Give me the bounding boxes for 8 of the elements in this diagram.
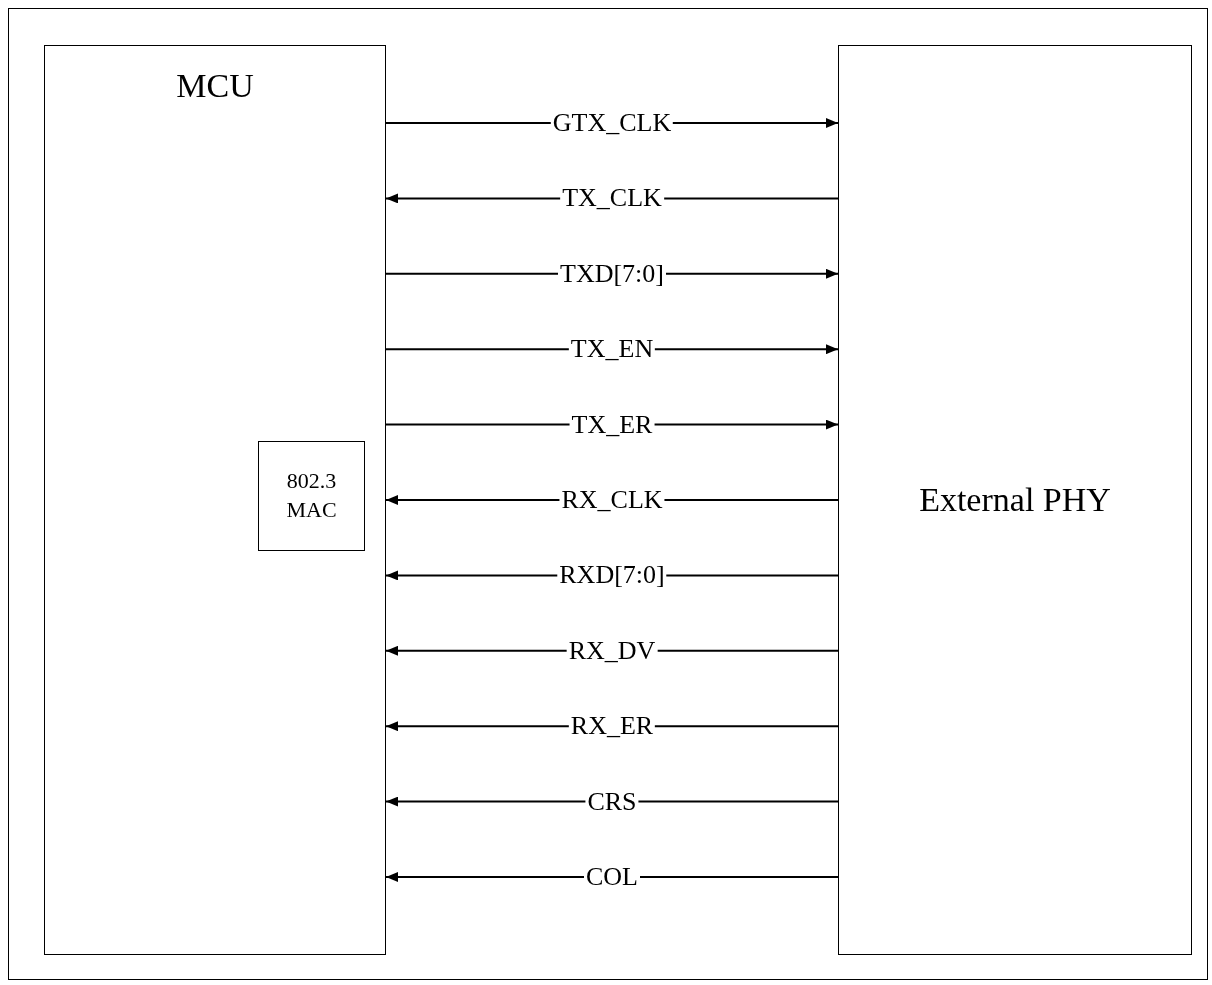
phy-box bbox=[838, 45, 1192, 955]
node-title: 802.3 MAC bbox=[285, 467, 338, 524]
signal-arrow bbox=[385, 872, 839, 882]
node-title: MCU bbox=[175, 66, 255, 106]
mac-block bbox=[258, 441, 365, 551]
chip-box bbox=[44, 45, 386, 955]
signal-arrow bbox=[385, 796, 839, 807]
node-title: External PHY bbox=[918, 479, 1112, 520]
